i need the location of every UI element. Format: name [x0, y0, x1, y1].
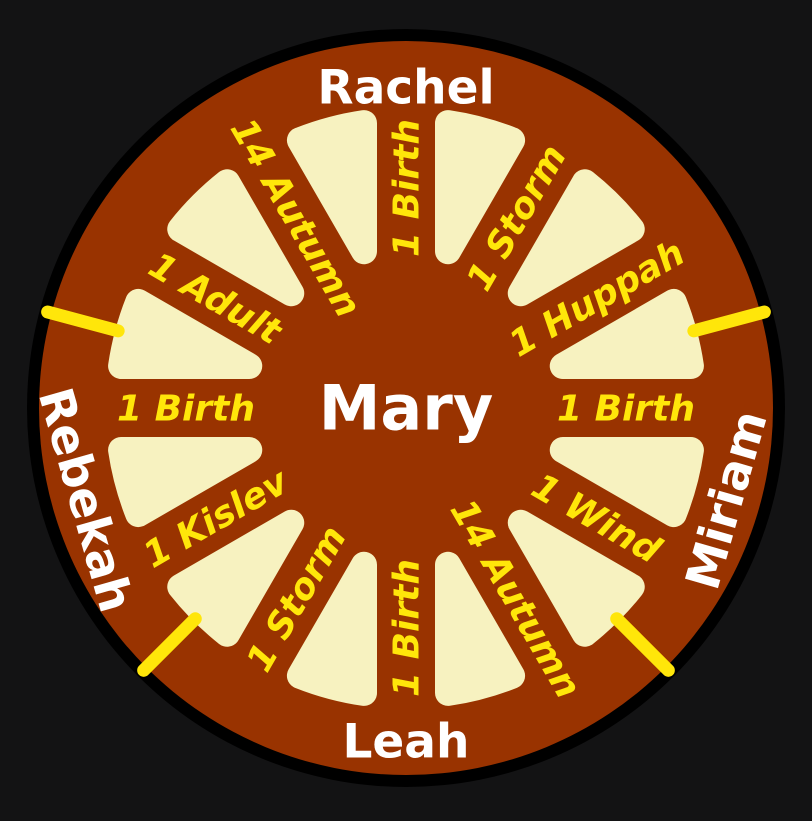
calendar-wedge: [549, 288, 704, 379]
center-name: Mary: [319, 372, 494, 445]
spoke-label-9: 1 Birth: [117, 389, 255, 430]
calendar-wedge: [435, 110, 526, 265]
ring-name-leah: Leah: [342, 714, 469, 769]
calendar-wedge: [108, 437, 263, 528]
calendar-wedge: [286, 110, 377, 265]
calendar-wedge: [167, 169, 305, 307]
quarter-tick: [137, 612, 202, 677]
spoke-label-6: 1 Birth: [387, 559, 428, 697]
quarter-tick: [610, 612, 675, 677]
quarter-tick: [687, 305, 771, 338]
calendar-wedge: [507, 169, 645, 307]
quarter-tick: [41, 305, 125, 338]
calendar-wedge: [549, 437, 704, 528]
spoke-label-0: 1 Birth: [387, 119, 428, 257]
calendar-wedge: [507, 509, 645, 647]
ring-name-rachel: Rachel: [317, 60, 494, 115]
calendar-wedge: [435, 551, 526, 706]
calendar-wedge: [286, 551, 377, 706]
calendar-wedge: [167, 509, 305, 647]
spoke-label-3: 1 Birth: [557, 389, 695, 430]
calendar-wedge: [108, 288, 263, 379]
